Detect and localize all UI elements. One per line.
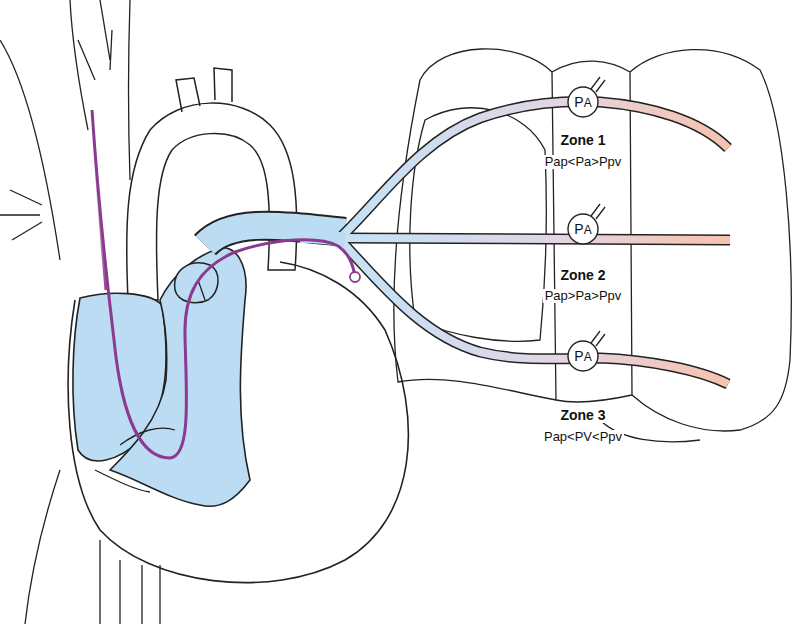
alveolus-circle: PA <box>567 86 599 118</box>
pulmonary-valve <box>198 280 205 300</box>
alveolus-circle: PA <box>567 340 599 372</box>
zone-title: Zone 2 <box>558 267 607 283</box>
valve-line <box>95 470 150 492</box>
circle-shape <box>568 341 598 371</box>
circle-shape <box>568 87 598 117</box>
pulmonary-vessels <box>340 102 730 384</box>
pressure-symbol: PA <box>574 95 591 109</box>
valve-line <box>120 428 175 445</box>
lung-outline <box>394 49 791 442</box>
right-ventricle <box>110 248 250 506</box>
catheter <box>92 110 106 290</box>
pressure-relation: Pap>Pa>Ppv <box>543 289 624 304</box>
airway-symbol <box>591 77 605 346</box>
catheter-balloon <box>350 272 360 282</box>
zone-title: Zone 3 <box>558 407 607 423</box>
pressure-relation: Pap<Pa>Ppv <box>543 155 624 170</box>
circle-shape <box>568 214 598 244</box>
pressure-symbol: PA <box>574 349 591 363</box>
catheter <box>92 110 355 458</box>
pressure-symbol: PA <box>574 222 591 236</box>
pressure-relation: Pap<PV<Ppv <box>542 430 624 445</box>
alveolus-circle: PA <box>567 213 599 245</box>
zone-title: Zone 1 <box>558 132 607 148</box>
